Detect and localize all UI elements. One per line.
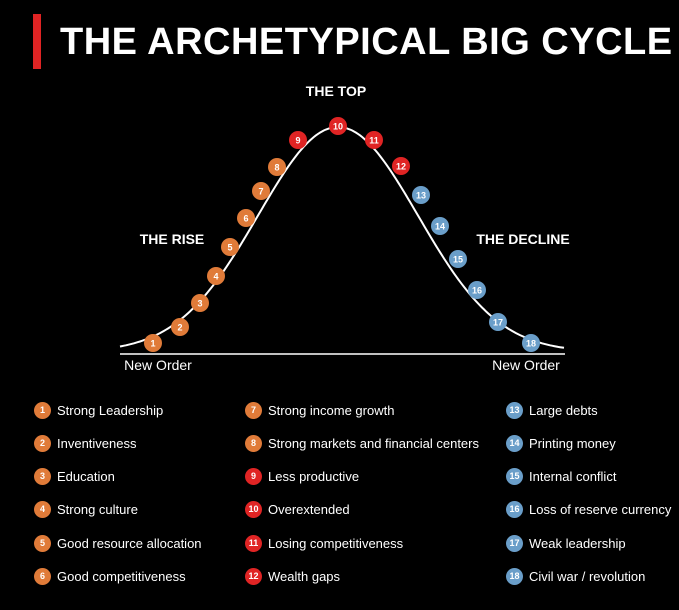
phase-label-top: THE TOP xyxy=(306,83,366,99)
cycle-marker-number-18: 18 xyxy=(526,339,536,349)
cycle-marker-15 xyxy=(449,250,467,268)
cycle-marker-7 xyxy=(252,182,270,200)
cycle-marker-number-7: 7 xyxy=(258,187,263,197)
baseline-label-left: New Order xyxy=(124,357,192,373)
cycle-marker-8 xyxy=(268,158,286,176)
cycle-marker-number-9: 9 xyxy=(295,136,300,146)
cycle-marker-14 xyxy=(431,217,449,235)
cycle-marker-number-15: 15 xyxy=(453,255,463,265)
cycle-marker-9 xyxy=(289,131,307,149)
cycle-marker-18 xyxy=(522,334,540,352)
cycle-marker-3 xyxy=(191,294,209,312)
cycle-marker-5 xyxy=(221,238,239,256)
title-accent-bar xyxy=(33,14,41,69)
cycle-marker-number-13: 13 xyxy=(416,191,426,201)
baseline-label-right: New Order xyxy=(492,357,560,373)
cycle-marker-number-16: 16 xyxy=(472,286,482,296)
cycle-marker-number-11: 11 xyxy=(369,136,379,146)
cycle-marker-1 xyxy=(144,334,162,352)
cycle-marker-number-17: 17 xyxy=(493,318,503,328)
cycle-marker-12 xyxy=(392,157,410,175)
cycle-marker-number-2: 2 xyxy=(177,323,182,333)
cycle-marker-number-1: 1 xyxy=(150,339,155,349)
cycle-marker-number-3: 3 xyxy=(197,299,202,309)
cycle-marker-10 xyxy=(329,117,347,135)
cycle-marker-number-4: 4 xyxy=(213,272,218,282)
cycle-marker-number-10: 10 xyxy=(333,122,343,132)
cycle-marker-4 xyxy=(207,267,225,285)
cycle-marker-number-14: 14 xyxy=(435,222,445,232)
cycle-marker-13 xyxy=(412,186,430,204)
cycle-marker-2 xyxy=(171,318,189,336)
cycle-marker-number-5: 5 xyxy=(227,243,232,253)
cycle-marker-11 xyxy=(365,131,383,149)
cycle-marker-17 xyxy=(489,313,507,331)
cycle-marker-number-6: 6 xyxy=(243,214,248,224)
cycle-marker-6 xyxy=(237,209,255,227)
cycle-marker-number-8: 8 xyxy=(274,163,279,173)
page-title: THE ARCHETYPICAL BIG CYCLE xyxy=(60,21,673,63)
cycle-marker-16 xyxy=(468,281,486,299)
cycle-marker-number-12: 12 xyxy=(396,162,406,172)
phase-label-rise: THE RISE xyxy=(140,231,205,247)
phase-label-decline: THE DECLINE xyxy=(476,231,569,247)
